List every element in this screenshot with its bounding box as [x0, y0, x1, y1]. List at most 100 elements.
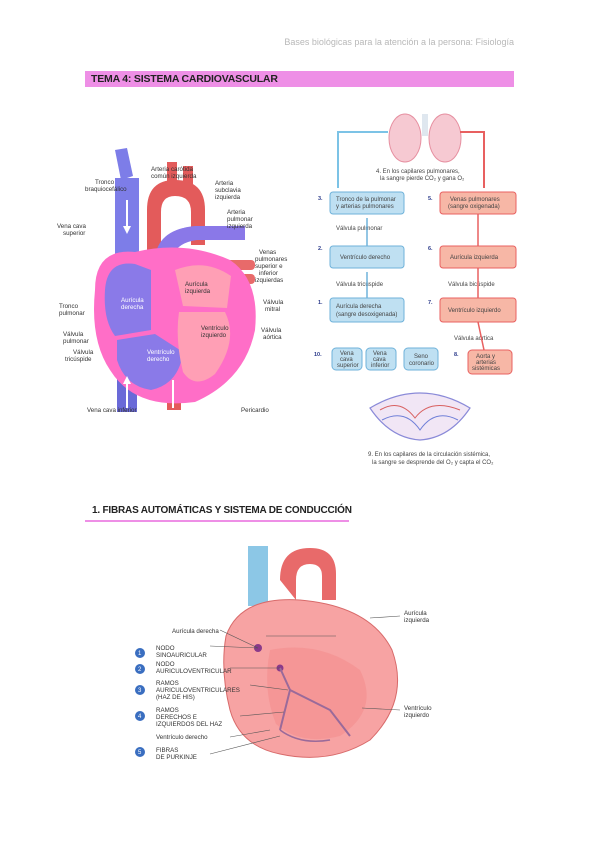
svg-text:Vena cava: Vena cava	[57, 223, 86, 230]
svg-text:Aurícula: Aurícula	[185, 281, 208, 288]
section-1-underline	[85, 520, 349, 522]
svg-text:(sangre oxigenada): (sangre oxigenada)	[448, 204, 500, 210]
svg-text:arterias: arterias	[476, 360, 496, 366]
svg-text:NODO: NODO	[156, 645, 175, 652]
svg-text:braquiocefálico: braquiocefálico	[85, 186, 127, 193]
svg-text:superior: superior	[337, 363, 359, 369]
svg-text:izquierdas: izquierdas	[255, 277, 283, 284]
svg-text:superior: superior	[63, 230, 85, 237]
svg-text:Válvula: Válvula	[263, 299, 284, 306]
svg-text:subclavia: subclavia	[215, 187, 241, 194]
svg-text:Válvula pulmonar: Válvula pulmonar	[336, 226, 382, 232]
svg-text:DERECHOS E: DERECHOS E	[156, 714, 197, 721]
svg-text:DE PURKINJE: DE PURKINJE	[156, 754, 197, 761]
svg-text:1: 1	[138, 651, 142, 657]
svg-text:2: 2	[138, 667, 142, 673]
svg-text:Pericardio: Pericardio	[241, 407, 269, 414]
svg-text:10.: 10.	[314, 352, 322, 358]
svg-text:la sangre pierde CO₂ y gana O₂: la sangre pierde CO₂ y gana O₂	[380, 176, 465, 182]
svg-text:Válvula: Válvula	[261, 327, 282, 334]
svg-text:izquierdo: izquierdo	[201, 332, 227, 339]
svg-text:izquierda: izquierda	[185, 288, 211, 295]
svg-text:RAMOS: RAMOS	[156, 680, 179, 687]
svg-text:Válvula: Válvula	[63, 331, 84, 338]
svg-text:Aorta y: Aorta y	[476, 354, 495, 360]
svg-text:derecho: derecho	[147, 356, 170, 363]
svg-text:3.: 3.	[318, 196, 323, 202]
svg-text:Aurícula izquierda: Aurícula izquierda	[450, 255, 499, 261]
svg-text:Venas pulmonares: Venas pulmonares	[450, 197, 500, 203]
svg-text:(HAZ DE HIS): (HAZ DE HIS)	[156, 694, 195, 701]
svg-text:coronario: coronario	[409, 361, 435, 367]
svg-text:la sangre se desprende del O₂: la sangre se desprende del O₂ y capta el…	[372, 460, 494, 466]
svg-text:Venas: Venas	[259, 249, 276, 256]
section-1-title: 1. FIBRAS AUTOMÁTICAS Y SISTEMA DE CONDU…	[92, 505, 352, 516]
svg-text:pulmonares: pulmonares	[255, 256, 287, 263]
svg-text:derecha: derecha	[121, 304, 144, 311]
svg-text:mitral: mitral	[265, 306, 280, 313]
svg-text:2.: 2.	[318, 246, 323, 252]
svg-text:Arteria: Arteria	[227, 209, 246, 216]
circulation-flow-diagram: 4. En los capilares pulmonares, la sangr…	[314, 113, 517, 466]
svg-text:Tronco: Tronco	[95, 179, 115, 186]
svg-text:Vena cava inferior: Vena cava inferior	[87, 407, 137, 414]
brachiocephalic-trunk	[115, 148, 133, 180]
svg-text:Ventrículo derecho: Ventrículo derecho	[340, 255, 391, 261]
svg-text:Aurícula derecha: Aurícula derecha	[172, 628, 219, 635]
svg-text:Válvula tricúspide: Válvula tricúspide	[336, 282, 384, 288]
svg-text:tricúspide: tricúspide	[65, 356, 92, 363]
topic-title: TEMA 4: SISTEMA CARDIOVASCULAR	[91, 73, 278, 85]
svg-text:Seno: Seno	[414, 354, 429, 360]
svg-text:Arteria: Arteria	[215, 180, 234, 187]
box-aorta	[467, 349, 513, 375]
right-atrium	[104, 263, 151, 336]
svg-text:Aurícula: Aurícula	[404, 610, 427, 617]
svg-text:izquierda: izquierda	[227, 223, 253, 230]
svg-text:Vena: Vena	[340, 351, 354, 357]
svg-text:7.: 7.	[428, 300, 433, 306]
svg-text:Válvula aórtica: Válvula aórtica	[454, 336, 494, 342]
svg-text:Válvula: Válvula	[73, 349, 94, 356]
svg-text:AURICULOVENTRICULAR: AURICULOVENTRICULAR	[156, 668, 232, 675]
pulmonary-trunk	[154, 226, 245, 274]
systemic-capillary-bed	[369, 392, 471, 441]
svg-text:1.: 1.	[318, 300, 323, 306]
left-atrium	[175, 265, 231, 308]
svg-text:6.: 6.	[428, 246, 433, 252]
box-pulmonary-trunk	[329, 191, 405, 215]
svg-text:3: 3	[138, 688, 142, 694]
svg-text:RAMOS: RAMOS	[156, 707, 179, 714]
svg-text:IZQUIERDOS DEL HAZ: IZQUIERDOS DEL HAZ	[156, 721, 222, 728]
svg-text:izquierdo: izquierdo	[404, 712, 430, 719]
svg-text:pulmonar: pulmonar	[59, 310, 85, 317]
svg-text:Ventrículo: Ventrículo	[147, 349, 175, 356]
svg-text:5: 5	[138, 750, 142, 756]
svg-text:8.: 8.	[454, 352, 459, 358]
svg-text:5.: 5.	[428, 196, 433, 202]
svg-text:Tronco de la pulmonar: Tronco de la pulmonar	[336, 197, 396, 203]
svg-text:Arteria carótida: Arteria carótida	[151, 166, 194, 173]
svg-text:pulmonar: pulmonar	[227, 216, 253, 223]
svg-text:Ventrículo: Ventrículo	[201, 325, 229, 332]
svg-text:Ventrículo: Ventrículo	[404, 705, 432, 712]
svg-text:cava: cava	[373, 357, 386, 363]
svg-text:SINOAURICULAR: SINOAURICULAR	[156, 652, 207, 659]
svg-text:sistémicas: sistémicas	[472, 366, 500, 372]
svg-text:inferior: inferior	[259, 270, 278, 277]
conduction-system-diagram: 1 2 3 4 5 Aurícula derecha Aurícula izqu…	[135, 546, 432, 761]
left-ventricle	[177, 312, 231, 382]
box-right-atrium	[329, 297, 405, 323]
venae-cavae-boxes	[331, 347, 439, 371]
aorta-vessel	[280, 548, 336, 600]
svg-text:Aurícula: Aurícula	[121, 297, 144, 304]
conduction-labels: 1 2 3 4 5 Aurícula derecha Aurícula izqu…	[138, 610, 432, 761]
svg-text:Vena: Vena	[373, 351, 387, 357]
topic-title-bar: TEMA 4: SISTEMA CARDIOVASCULAR	[85, 71, 514, 87]
box-pulmonary-veins	[439, 191, 517, 215]
svg-text:(sangre desoxigenada): (sangre desoxigenada)	[336, 312, 397, 318]
svg-text:común izquierda: común izquierda	[151, 173, 197, 180]
lungs-illustration	[388, 113, 462, 163]
step-badges	[135, 648, 145, 757]
svg-text:izquierda: izquierda	[215, 194, 241, 201]
svg-text:Tronco: Tronco	[59, 303, 79, 310]
